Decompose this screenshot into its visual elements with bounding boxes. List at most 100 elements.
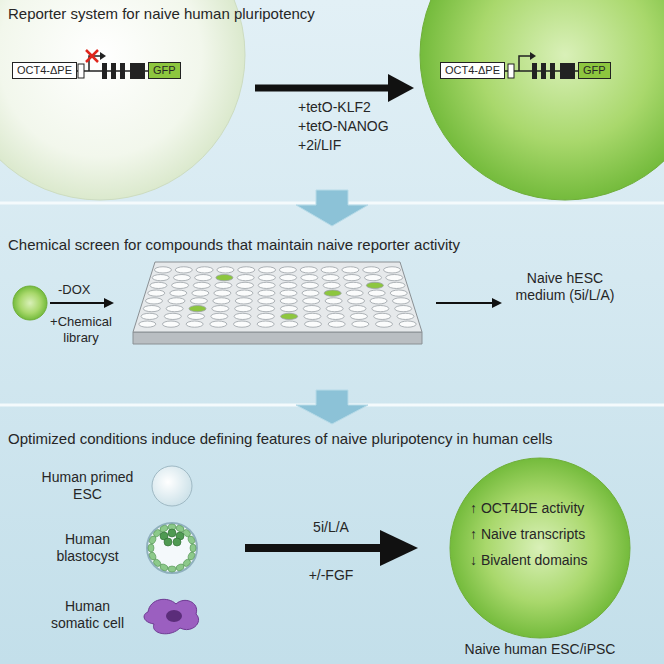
process-arrow (50, 302, 106, 304)
well-plate (133, 332, 422, 344)
annotation: -DOX (58, 282, 91, 298)
well (390, 290, 407, 296)
well (175, 267, 192, 273)
panel-title: Chemical screen for compounds that maint… (8, 236, 460, 254)
well (236, 290, 253, 296)
arrow-head (492, 298, 502, 308)
inner-cell-mass (164, 538, 172, 546)
annotation: +2i/LIF (298, 137, 341, 154)
well (216, 275, 233, 281)
well (189, 306, 206, 312)
arrow-head (388, 74, 414, 102)
well (234, 313, 251, 319)
chevron-arrow (296, 190, 368, 226)
gfp-box: GFP (148, 62, 181, 79)
well (346, 290, 363, 296)
cell-circle (420, 0, 664, 200)
annotation: +Chemical library (44, 314, 118, 345)
chevron-arrow (296, 390, 368, 424)
trophectoderm-cell (168, 566, 176, 572)
well (212, 306, 229, 312)
box-label: GFP (583, 64, 606, 77)
well (168, 298, 185, 304)
trophectoderm-cell (148, 551, 157, 561)
well (258, 282, 275, 288)
naive-cell: ↑ OCT4DE activity ↑ Naive transcripts ↓ Bi… (450, 458, 630, 658)
well (376, 321, 393, 327)
process-arrow (436, 302, 494, 304)
box-label: GFP (153, 64, 176, 77)
well (258, 306, 275, 312)
well (139, 321, 156, 327)
well (363, 267, 380, 273)
blastocyst-cells (148, 524, 196, 572)
annotation: Naive hESC medium (5i/L/A) (506, 270, 624, 304)
well (166, 306, 183, 312)
trophectoderm-cell (187, 535, 196, 545)
well (280, 290, 297, 296)
box-label: OCT4-ΔPE (17, 64, 72, 77)
node-label: ↑ OCT4DE activity (470, 500, 625, 517)
well (193, 282, 210, 288)
well (148, 290, 165, 296)
node-label: ↓ Bivalent domains (470, 552, 625, 569)
cell-source: Human primed ESC (40, 468, 190, 508)
well (304, 313, 321, 319)
wells (139, 267, 416, 327)
well (196, 267, 213, 273)
well (350, 313, 367, 319)
well (237, 275, 254, 281)
well (170, 290, 187, 296)
panel-band: Chemical screen for compounds that maint… (0, 203, 664, 405)
well (349, 306, 366, 312)
well (235, 306, 252, 312)
annotation: 5i/L/A (281, 519, 381, 536)
annotation: +tetO-KLF2 (298, 99, 371, 116)
well (280, 275, 297, 281)
well (301, 275, 318, 281)
well (323, 282, 340, 288)
well (281, 321, 298, 327)
inner-cell-mass (173, 538, 181, 546)
node-label: ↑ Naive transcripts (470, 526, 625, 543)
well (162, 321, 179, 327)
trophectoderm-cell (175, 563, 185, 572)
well (281, 313, 298, 319)
well (328, 321, 345, 327)
well (280, 282, 297, 288)
process-arrow (245, 544, 384, 552)
well (173, 275, 190, 281)
well (392, 298, 409, 304)
well (303, 298, 320, 304)
gene-box: OCT4-ΔPE (12, 62, 77, 79)
well (280, 298, 297, 304)
well (259, 267, 276, 273)
trophectoderm-cell (159, 524, 169, 533)
node-label: Naive human ESC/iPSC (420, 641, 660, 658)
well (343, 275, 360, 281)
well (370, 298, 387, 304)
box-label: OCT4-ΔPE (445, 64, 500, 77)
well (258, 275, 275, 281)
arrow-head (380, 530, 418, 566)
well (188, 313, 205, 319)
well (372, 306, 389, 312)
well (257, 313, 274, 319)
well (235, 298, 252, 304)
trophectoderm-cell (190, 544, 196, 552)
well (303, 306, 320, 312)
cell-source: Human blastocyst (40, 530, 190, 570)
well (342, 267, 359, 273)
nucleus (166, 610, 182, 622)
well (322, 275, 339, 281)
well (258, 298, 275, 304)
well (210, 321, 227, 327)
well (257, 321, 274, 327)
well (192, 290, 209, 296)
well (258, 290, 275, 296)
well (327, 313, 344, 319)
annotation: +/-FGF (281, 567, 381, 584)
panel-title: Optimized conditions induce defining fea… (8, 430, 552, 448)
well (384, 267, 401, 273)
well (154, 267, 171, 273)
